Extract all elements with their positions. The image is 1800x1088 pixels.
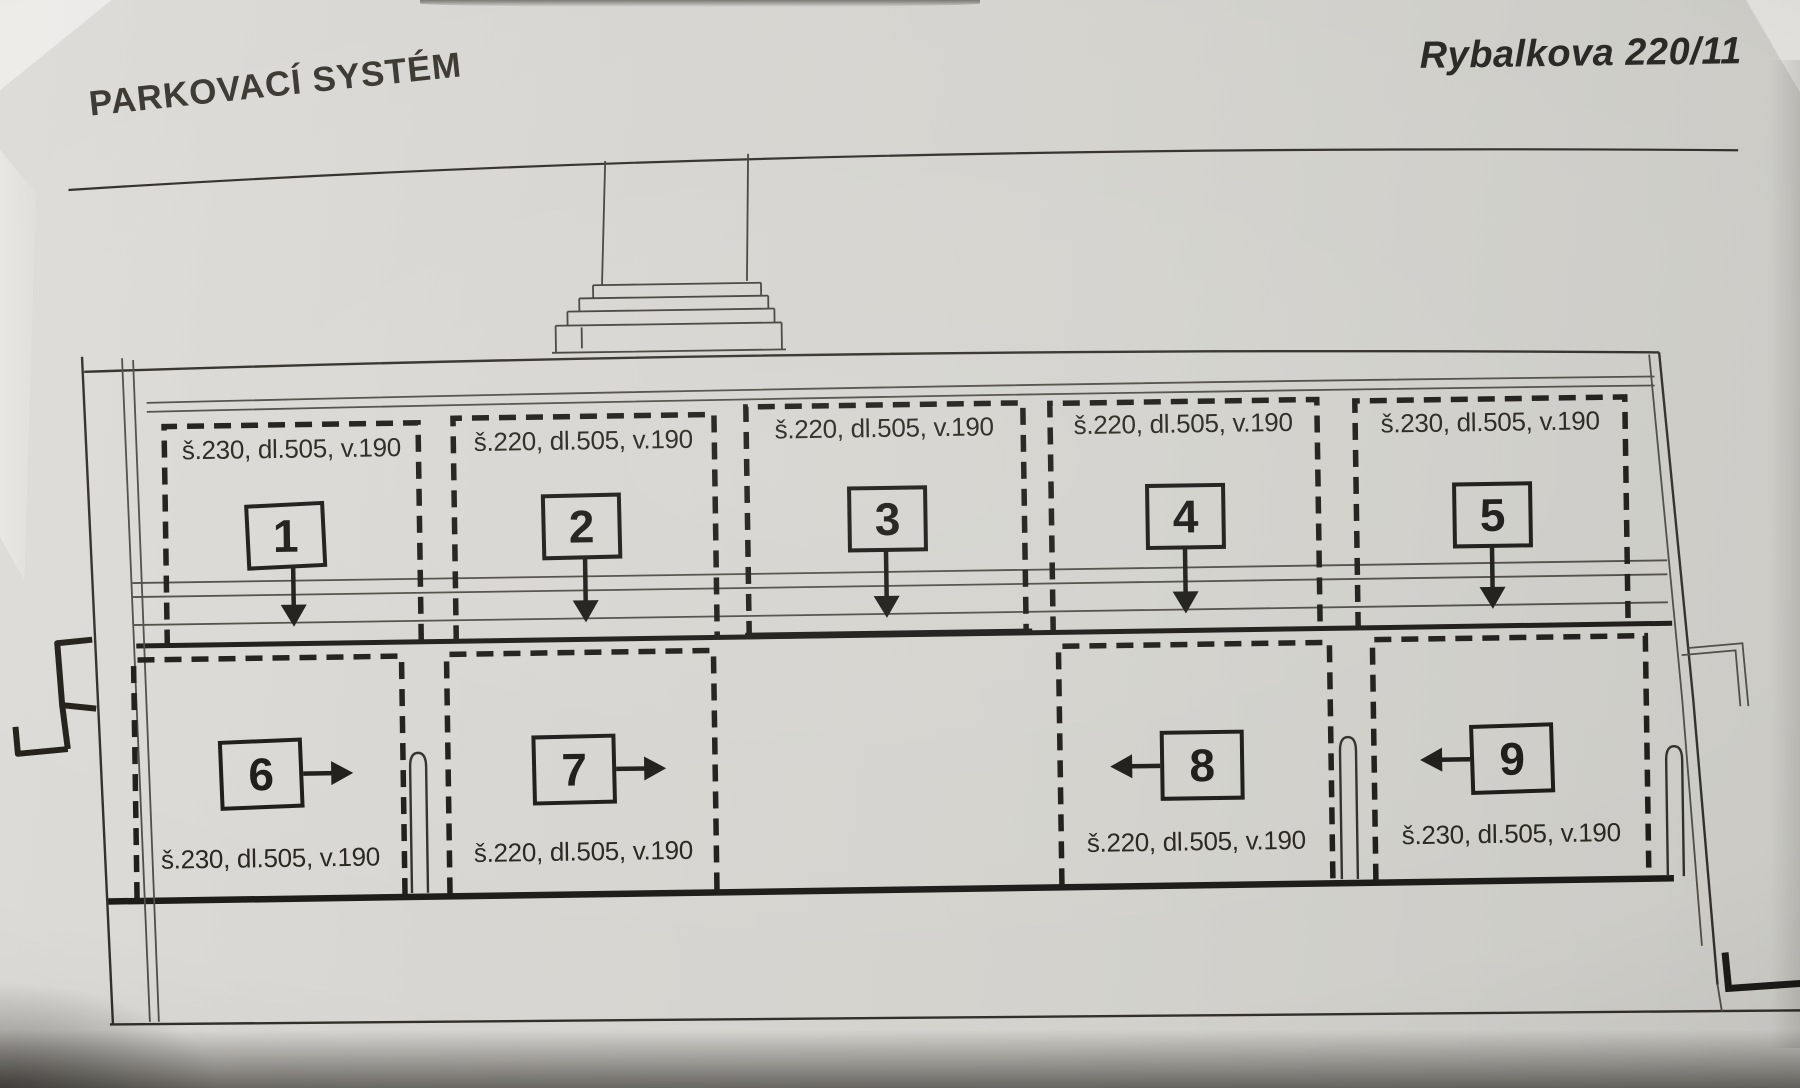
space-number: 8 [1189,739,1215,791]
parking-space-2: š.220, dl.505, v.190 2 [450,411,721,643]
parking-space-3: š.220, dl.505, v.190 3 [743,400,1029,638]
photo-shadow-bottom [0,1030,1800,1088]
direction-arrow-head [873,595,900,618]
space-dimensions-label: š.230, dl.505, v.190 [1402,817,1621,850]
direction-arrow-down-icon [582,557,588,603]
left-wall [80,356,160,1024]
parking-spaces: š.230, dl.505, v.190 1 š.220, dl.505, v.19… [130,394,1652,900]
direction-arrow-head [1172,591,1199,614]
divider-post-right [1338,735,1360,880]
space-number: 9 [1499,732,1525,784]
building-column [551,153,786,354]
direction-arrow-head [331,761,354,786]
space-number-box [847,485,928,553]
space-number-box [1452,481,1533,549]
space-boundary [1055,639,1336,886]
parking-space-4: š.220, dl.505, v.190 4 [1047,396,1323,634]
space-number: 6 [248,748,274,800]
parking-space-1: š.230, dl.505, v.190 1 [161,420,425,647]
space-boundary [743,400,1029,638]
space-dimensions-label: š.220, dl.505, v.190 [474,835,693,868]
direction-arrow-head [1110,754,1133,779]
lift-rails [132,559,1668,626]
direction-arrow-head [280,604,307,627]
space-number-box [1159,729,1245,801]
photo-shadow-bottom-left [0,938,260,1088]
right-wall [1648,352,1719,985]
space-boundary [443,647,720,895]
space-dimensions-label: š.220, dl.505, v.190 [1073,407,1292,440]
space-number-box [244,500,328,571]
direction-arrow-down-icon [1182,547,1188,594]
space-number-box [1145,482,1226,551]
space-number: 7 [561,743,587,795]
paper-edge-highlight-left [0,150,36,580]
ground-line [109,1009,1800,1026]
left-step-bracket [12,636,97,757]
space-dimensions-label: š.230, dl.505, v.190 [1380,405,1599,438]
space-number: 1 [273,510,299,562]
header-rule [68,148,1739,192]
space-boundary [1352,394,1631,629]
right-wall-base-joint [1716,984,1723,1012]
space-dimensions-label: š.220, dl.505, v.190 [1087,825,1306,858]
space-number: 3 [874,493,900,545]
paper-corner-highlight-tl [0,0,112,91]
space-boundary [450,411,721,643]
parking-space-7: š.220, dl.505, v.190 7 [443,647,720,895]
space-dimensions-label: š.230, dl.505, v.190 [182,432,401,465]
direction-arrow-down-icon [1489,545,1495,589]
space-number-box [540,492,623,561]
direction-arrow-down-icon [883,549,889,598]
mid-bay-top-edge [745,628,1033,640]
space-dimensions-label: š.230, dl.505, v.190 [161,841,380,874]
parking-space-9: š.230, dl.505, v.190 9 [1369,632,1652,881]
space-boundary [1047,396,1323,634]
parking-space-5: š.230, dl.505, v.190 5 [1352,394,1631,629]
right-step-bracket [1681,642,1750,707]
right-wall-post [1664,745,1686,877]
ceiling-rail-lower [146,384,1655,413]
paper-corner-highlight-tr [1746,0,1800,93]
space-number-box [217,737,305,811]
photo-shadow-right [1770,60,1800,1048]
parking-space-6: š.230, dl.505, v.190 6 [130,653,408,900]
space-number-box [1469,722,1556,795]
space-number: 4 [1172,490,1199,542]
photo-edge-shadow-top [420,0,980,7]
floor-line [108,875,1674,905]
space-boundary [1369,632,1652,881]
direction-arrow-head [1420,747,1443,772]
space-number: 5 [1479,489,1505,541]
direction-arrow-down-icon [290,566,296,607]
address-label: Rybalkova 220/11 [1419,30,1742,77]
direction-arrow-head [572,600,599,623]
space-boundary [130,653,408,900]
parking-space-8: š.220, dl.505, v.190 8 [1055,639,1336,886]
divider-post-left [408,751,430,893]
space-number: 2 [568,500,594,552]
direction-arrow-head [643,756,667,781]
space-boundary [161,420,425,647]
bottom-right-footing [1721,952,1800,993]
structure-top-line [84,349,1660,373]
mid-platform-line [136,620,1673,649]
space-dimensions-label: š.220, dl.505, v.190 [474,424,693,457]
space-dimensions-label: š.220, dl.505, v.190 [774,411,993,444]
ceiling-rail-upper [146,375,1655,404]
direction-arrow-head [1479,586,1506,609]
page-title: PARKOVACÍ SYSTÉM [87,44,464,123]
space-number-box [531,733,617,806]
